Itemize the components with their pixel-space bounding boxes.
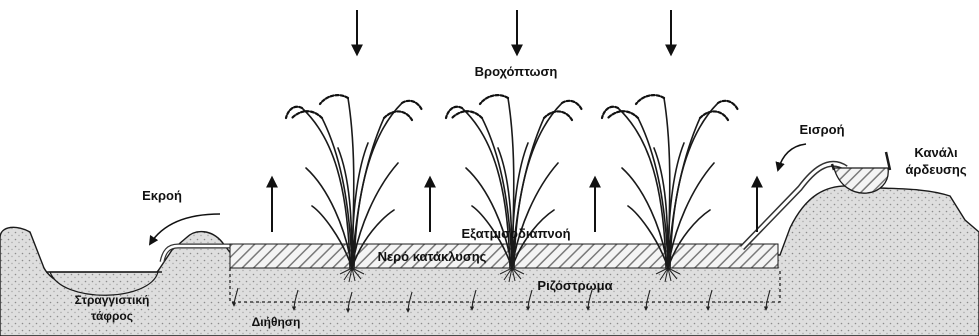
drainage-ditch-label-line1: Στραγγιστική <box>75 293 150 307</box>
outflow-label: Εκροή <box>142 188 182 203</box>
irrigation-canal-label-line2: άρδευσης <box>905 162 966 177</box>
flood-water-label: Νερό κατάκλυσης <box>378 249 487 264</box>
irrigation-canal-label-line1: Κανάλι <box>914 145 958 160</box>
rainfall-arrows <box>357 10 671 54</box>
drainage-ditch-label-line2: τάφρος <box>91 309 133 323</box>
evapotranspiration-label: Εξατμισοδιαπνοή <box>461 226 570 241</box>
inflow-label: Εισροή <box>799 122 844 137</box>
percolation-label: Διήθηση <box>252 315 301 329</box>
inflow-arrow-icon <box>778 144 806 170</box>
root-zone-label: Ριζόστρωμα <box>537 278 612 293</box>
rainfall-label: Βροχόπτωση <box>475 64 558 79</box>
